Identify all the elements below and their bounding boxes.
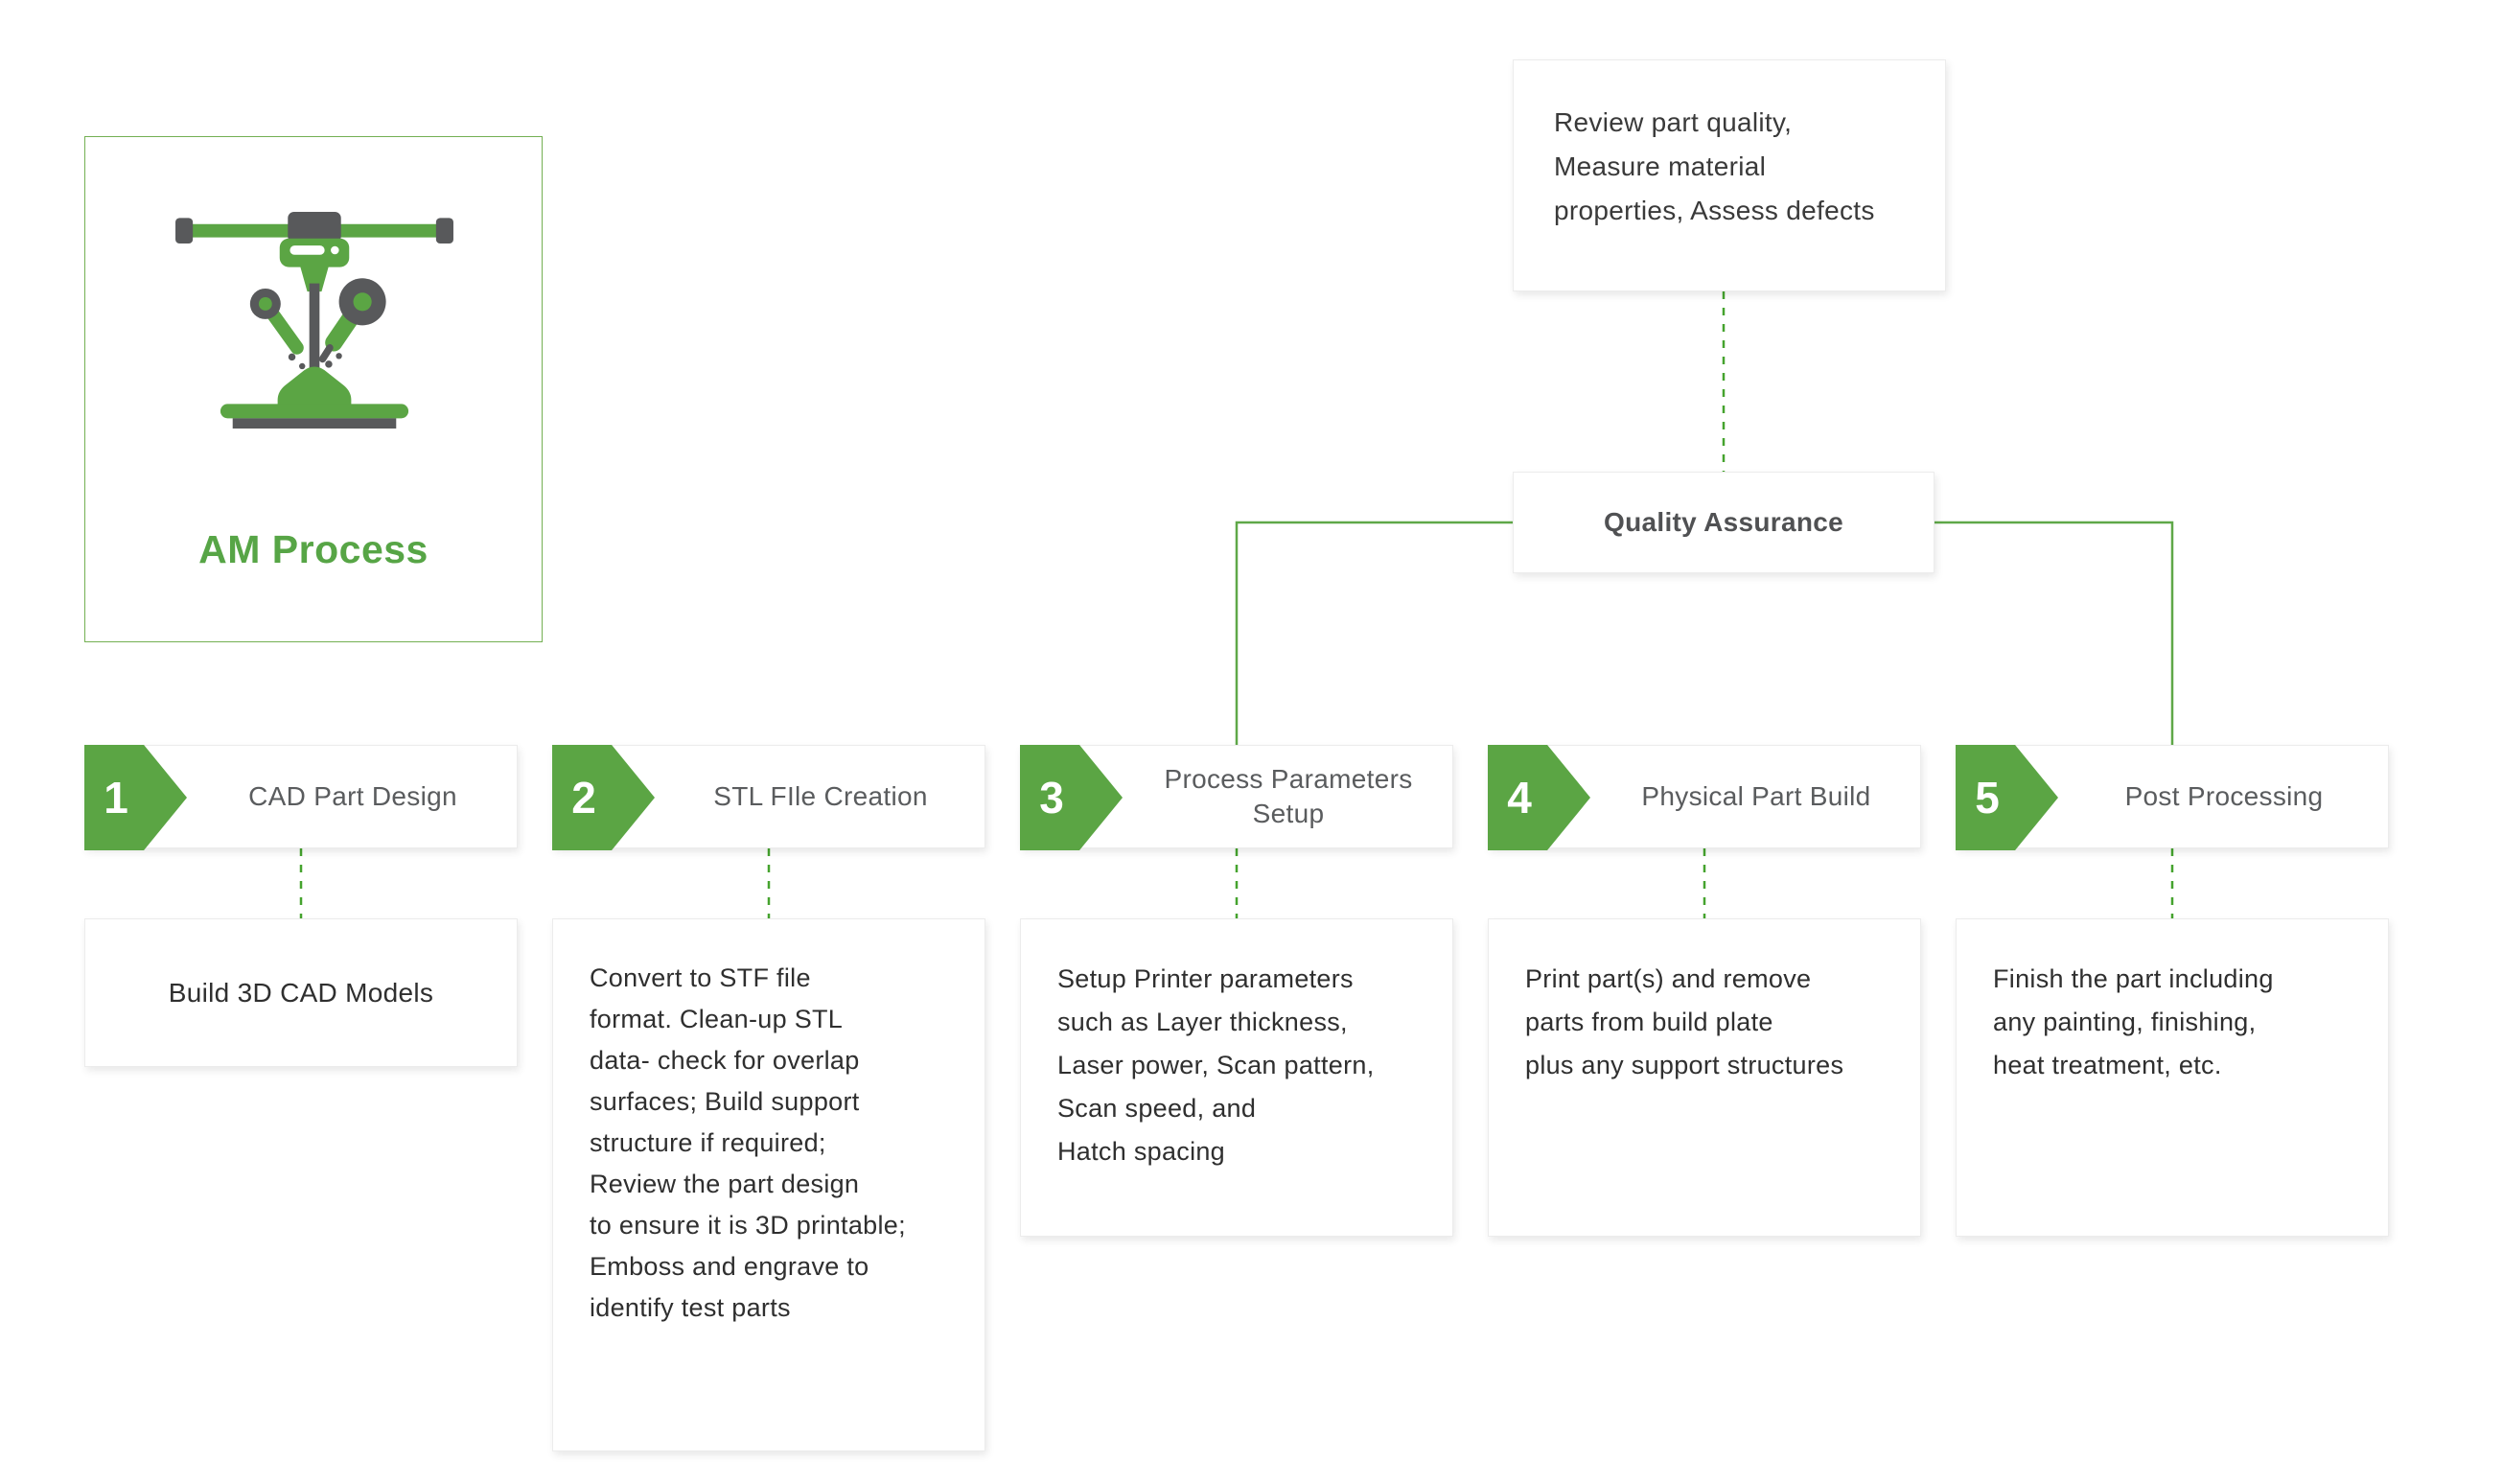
step-description-text: Convert to STF file format. Clean-up STL… — [590, 963, 906, 1322]
step-description-text: Finish the part including any painting, … — [1993, 964, 2274, 1079]
quality-assurance-box: Quality Assurance — [1513, 472, 1934, 573]
step-label: Physical Part Build — [1641, 780, 1871, 811]
am-process-title: AM Process — [198, 526, 429, 571]
step-header-1: 1 CAD Part Design — [84, 745, 518, 850]
solid-connector-qa-step5 — [1934, 521, 2174, 747]
am-process-card: AM Process — [84, 136, 543, 642]
step-header-2: 2 STL FIle Creation — [552, 745, 985, 850]
quality-assurance-label: Quality Assurance — [1604, 507, 1843, 537]
step-label: Post Processing — [2124, 780, 2324, 811]
step-description-2: Convert to STF file format. Clean-up STL… — [552, 918, 985, 1451]
step-description-text: Build 3D CAD Models — [168, 978, 434, 1008]
step-number: 1 — [104, 773, 128, 823]
solid-connector-qa-step3 — [1235, 521, 1513, 747]
step-label: CAD Part Design — [248, 780, 457, 811]
step-description-1: Build 3D CAD Models — [84, 918, 518, 1067]
step-label: Process Parameters Setup — [1164, 763, 1413, 828]
step-number: 5 — [1975, 773, 2000, 823]
step-number: 2 — [571, 773, 596, 823]
step-description-text: Setup Printer parameters such as Layer t… — [1057, 964, 1375, 1166]
3d-printer-icon — [175, 212, 453, 429]
step-header-5: 5 Post Processing — [1956, 745, 2389, 850]
step-header-3: 3 Process Parameters Setup — [1020, 745, 1453, 850]
qa-note-text: Review part quality, Measure material pr… — [1554, 107, 1875, 225]
step-header-4: 4 Physical Part Build — [1488, 745, 1921, 850]
step-description-text: Print part(s) and remove parts from buil… — [1525, 964, 1844, 1079]
step-description-4: Print part(s) and remove parts from buil… — [1488, 918, 1921, 1237]
step-number: 4 — [1507, 773, 1532, 823]
step-description-3: Setup Printer parameters such as Layer t… — [1020, 918, 1453, 1237]
qa-note-box: Review part quality, Measure material pr… — [1513, 59, 1946, 291]
step-description-5: Finish the part including any painting, … — [1956, 918, 2389, 1237]
step-label: STL FIle Creation — [713, 780, 928, 811]
step-number: 3 — [1039, 773, 1064, 823]
